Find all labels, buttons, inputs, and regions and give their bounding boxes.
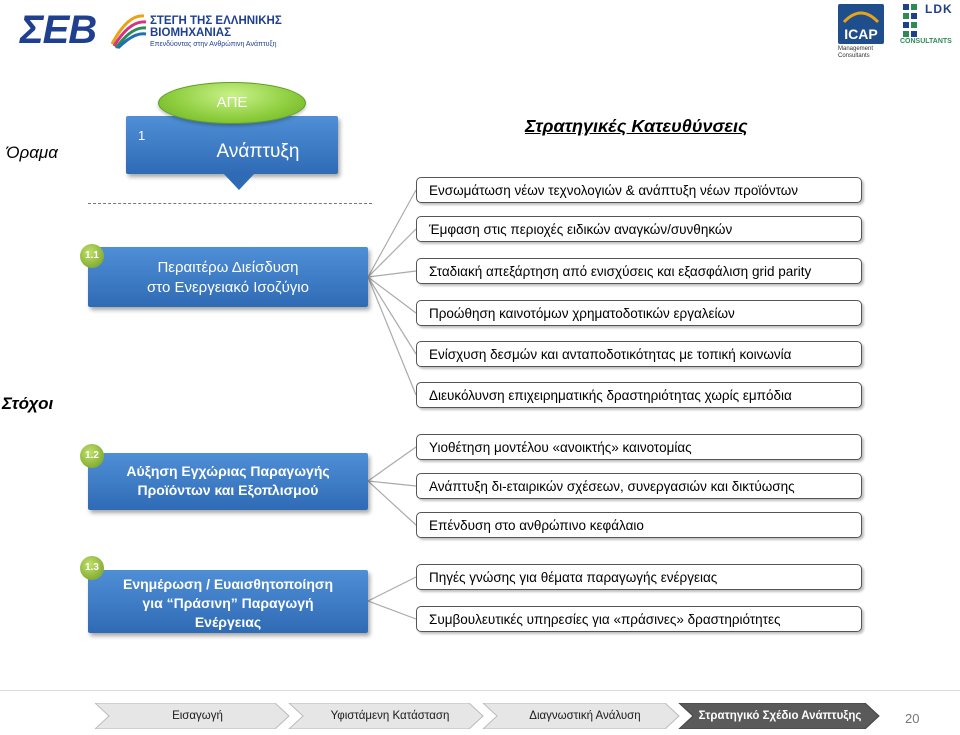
sev-name-line1: ΣΤΕΓΗ ΤΗΣ ΕΛΛΗΝΙΚΗΣ <box>150 15 282 27</box>
direction-box: Πηγές γνώσης για θέματα παραγωγής ενέργε… <box>416 564 862 590</box>
ldk-logo-text: LDK <box>925 2 953 16</box>
goal-1-3-box: Ενημέρωση / Ευαισθητοποίηση για “Πράσινη… <box>88 570 368 633</box>
direction-box: Ενσωμάτωση νέων τεχνολογιών & ανάπτυξη ν… <box>416 177 862 203</box>
sev-tagline: Επενδύοντας στην Ανθρώπινη Ανάπτυξη <box>150 41 277 48</box>
direction-box: Ανάπτυξη δι-εταιρικών σχέσεων, συνεργασι… <box>416 473 862 499</box>
goal-1-1-box: Περαιτέρω Διείσδυση στο Ενεργειακό Ισοζύ… <box>88 247 368 307</box>
direction-box: Σταδιακή απεξάρτηση από ενισχύσεις και ε… <box>416 258 862 284</box>
nav-strategic-plan[interactable]: Στρατηγικό Σχέδιο Ανάπτυξης <box>698 710 862 722</box>
nav-current-state[interactable]: Υφιστάμενη Κατάσταση <box>330 710 450 722</box>
sev-name: ΣΤΕΓΗ ΤΗΣ ΕΛΛΗΝΙΚΗΣ ΒΙΟΜΗΧΑΝΙΑΣ <box>150 15 282 39</box>
nav-chevron-diagnostic <box>482 703 680 729</box>
nav-intro[interactable]: Εισαγωγή <box>172 710 223 722</box>
direction-box: Υιοθέτηση μοντέλου «ανοικτής» καινοτομία… <box>416 434 862 460</box>
goal-1-1-line2: στο Ενεργειακό Ισοζύγιο <box>147 279 309 296</box>
goal-1-2-line2: Προϊόντων και Εξοπλισμού <box>137 482 319 498</box>
development-label: Ανάπτυξη <box>216 141 300 162</box>
sev-name-line2: ΒΙΟΜΗΧΑΝΙΑΣ <box>150 27 232 39</box>
dashed-divider <box>88 203 372 204</box>
nav-chevron-strategic-plan <box>678 703 880 729</box>
footer-divider <box>0 690 960 691</box>
down-arrow-icon <box>222 172 256 190</box>
icap-logo <box>838 4 884 44</box>
direction-box: Συμβουλευτικές υπηρεσίες για «πράσινες» … <box>416 606 862 632</box>
goal-1-3-number: 1.3 <box>80 556 104 580</box>
development-number: 1 <box>138 128 146 143</box>
goal-1-3-line1: Ενημέρωση / Ευαισθητοποίηση <box>123 576 333 592</box>
sev-logo: ΣΕΒ <box>20 8 97 52</box>
goal-1-3-line3: Ενέργειας <box>194 614 262 630</box>
icap-subtitle: Management Consultants <box>838 46 874 59</box>
icap-logo-text: ICAP <box>844 26 878 42</box>
vision-label: Όραμα <box>6 143 58 162</box>
page-number: 20 <box>905 711 920 726</box>
direction-box: Επένδυση στο ανθρώπινο κεφάλαιο <box>416 512 862 538</box>
direction-box: Διευκόλυνση επιχειρηματικής δραστηριότητ… <box>416 382 862 408</box>
nav-diagnostic-analysis[interactable]: Διαγνωστική Ανάλυση <box>529 710 641 722</box>
goal-1-2-line1: Αύξηση Εγχώριας Παραγωγής <box>126 463 330 479</box>
nav-chevron-intro <box>95 703 290 729</box>
ldk-emblem-icon <box>903 4 917 37</box>
goals-label: Στόχοι <box>2 394 54 413</box>
goal-1-2-number: 1.2 <box>80 444 104 468</box>
goal-1-1-line1: Περαιτέρω Διείσδυση <box>157 259 299 276</box>
ldk-subtitle: CONSULTANTS <box>900 38 952 45</box>
goal-1-3-line2: για “Πράσινη” Παραγωγή <box>142 595 314 611</box>
nav-chevron-current-state <box>288 703 484 729</box>
ape-ellipse: ΑΠΕ <box>158 82 306 124</box>
sev-emblem-icon <box>110 14 147 50</box>
goal-1-2-box: Αύξηση Εγχώριας Παραγωγής Προϊόντων και … <box>88 453 368 510</box>
icap-emblem-icon <box>842 11 880 24</box>
direction-box: Προώθηση καινοτόμων χρηματοδοτικών εργαλ… <box>416 300 862 326</box>
direction-box: Έμφαση στις περιοχές ειδικών αναγκών/συν… <box>416 216 862 242</box>
strategic-directions-heading: Στρατηγικές Κατευθύνσεις <box>525 116 748 136</box>
development-box <box>126 116 338 174</box>
direction-box: Ενίσχυση δεσμών και ανταποδοτικότητας με… <box>416 341 862 367</box>
goal-1-1-number: 1.1 <box>80 244 104 268</box>
footer-nav-chevrons <box>95 703 880 729</box>
